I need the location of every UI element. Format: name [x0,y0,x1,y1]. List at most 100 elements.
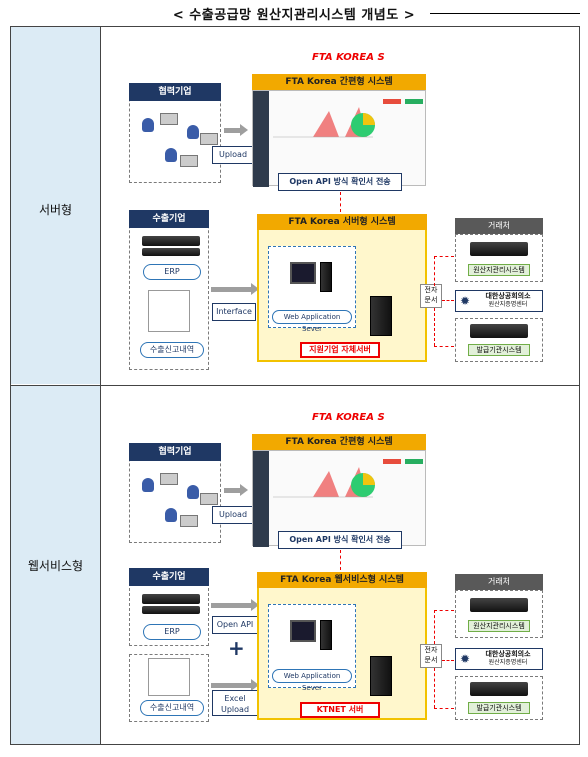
kcci-logo-icon: ✹ [460,294,471,308]
user-icon [187,125,199,139]
edoc-flow-line [434,610,454,611]
user-icon [142,118,154,132]
main-system-header: FTA Korea 서버형 시스템 [257,214,427,230]
issue-sys-box: 발급기관시스템 [468,344,530,356]
export-decl-label: 수출신고내역 [140,700,204,716]
row-label-server: 서버형 [38,203,73,217]
arrow-shaft [224,488,240,493]
simple-system-screenshot [252,90,426,187]
export-decl-label: 수출신고내역 [140,342,204,358]
erp-label: ERP [143,264,201,280]
server-rack-icon [470,242,528,256]
upload-box: Upload [212,506,254,524]
edoc-flow-line [442,300,454,301]
kcci-box: ✹ 대한상공회의소 원산지증명센터 [455,648,543,670]
edoc-flow-line [434,308,435,346]
server-tower-icon [370,296,392,336]
open-api-box: Open API 방식 확인서 전송 [278,173,402,191]
origin-mgmt-box: 원산지관리시스템 [468,264,530,276]
row-divider [10,385,580,386]
fta-korea-logo: FTA KOREA S [312,412,385,423]
computer-icon [180,155,198,167]
diagram-title: < 수출공급망 원산지관리시스템 개념도 > [172,8,416,23]
edoc-flow-line [434,610,435,644]
simple-system-header: FTA Korea 간편형 시스템 [252,74,426,90]
server-rack-icon [142,594,200,604]
computer-icon [160,113,178,125]
arrow-head [251,679,259,691]
client-header: 거래처 [455,574,543,590]
server-rack-icon [142,236,200,246]
api-flow-line [340,550,341,570]
server-rack-icon [470,682,528,696]
arrow-shaft [211,683,251,688]
pc-tower-icon [320,620,332,650]
e-document-box: 전자 문서 [420,644,442,668]
user-icon [165,508,177,522]
arrow-shaft [211,287,251,292]
pc-tower-icon [320,262,332,292]
edoc-flow-line [434,668,435,708]
kcci-sub: 원산지증명센터 [488,301,528,308]
origin-mgmt-box: 원산지관리시스템 [468,620,530,632]
row-label-bg-2 [11,386,100,744]
document-icon [148,290,190,332]
computer-icon [200,133,218,145]
title-rule [430,13,580,14]
partner-header: 협력기업 [129,443,221,461]
monitor-icon [290,262,316,284]
computer-icon [180,515,198,527]
kcci-logo-icon: ✹ [460,652,471,666]
kcci-name: 대한상공회의소 [485,292,531,300]
issue-sys-box: 발급기관시스템 [468,702,530,714]
was-label: Web Application Sever [272,669,352,692]
arrow-head [240,484,248,496]
row-label-web: 웹서비스형 [27,559,84,573]
arrow-head [251,599,259,611]
erp-label: ERP [143,624,201,640]
computer-icon [200,493,218,505]
computer-icon [160,473,178,485]
server-rack-icon [470,598,528,612]
arrow-shaft [211,603,251,608]
document-icon [148,658,190,696]
was-label: Web Application Sever [272,310,352,333]
main-system-header: FTA Korea 웹서비스형 시스템 [257,572,427,588]
server-rack-icon [142,606,200,614]
excel-upload-box: Excel Upload [212,690,258,716]
plus-icon: + [228,636,245,660]
monitor-icon [290,620,316,642]
edoc-flow-line [434,346,454,347]
open-api-input-box: Open API [212,616,258,634]
server-rack-icon [142,248,200,256]
e-document-box: 전자 문서 [420,284,442,308]
simple-system-header: FTA Korea 간편형 시스템 [252,434,426,450]
open-api-box: Open API 방식 확인서 전송 [278,531,402,549]
export-header: 수출기업 [129,210,209,228]
row-label-bg-1 [11,27,100,384]
kcci-box: ✹ 대한상공회의소 원산지증명센터 [455,290,543,312]
user-icon [142,478,154,492]
kcci-sub: 원산지증명센터 [488,659,528,666]
edoc-flow-line [434,256,435,286]
server-rack-icon [470,324,528,338]
arrow-head [240,124,248,136]
edoc-flow-line [442,660,454,661]
user-icon [187,485,199,499]
api-flow-line [340,192,341,212]
user-icon [165,148,177,162]
kcci-name: 대한상공회의소 [485,650,531,658]
partner-header: 협력기업 [129,83,221,101]
edoc-flow-line [434,708,454,709]
ktnet-server-box: KTNET 서버 [300,702,380,718]
upload-box: Upload [212,146,254,164]
edoc-flow-line [434,256,454,257]
export-header: 수출기업 [129,568,209,586]
interface-box: Interface [212,303,256,321]
server-tower-icon [370,656,392,696]
arrow-head [251,283,259,295]
own-server-box: 지원기업 자체서버 [300,342,380,358]
client-header: 거래처 [455,218,543,234]
fta-korea-logo: FTA KOREA S [312,52,385,63]
arrow-shaft [224,128,240,133]
